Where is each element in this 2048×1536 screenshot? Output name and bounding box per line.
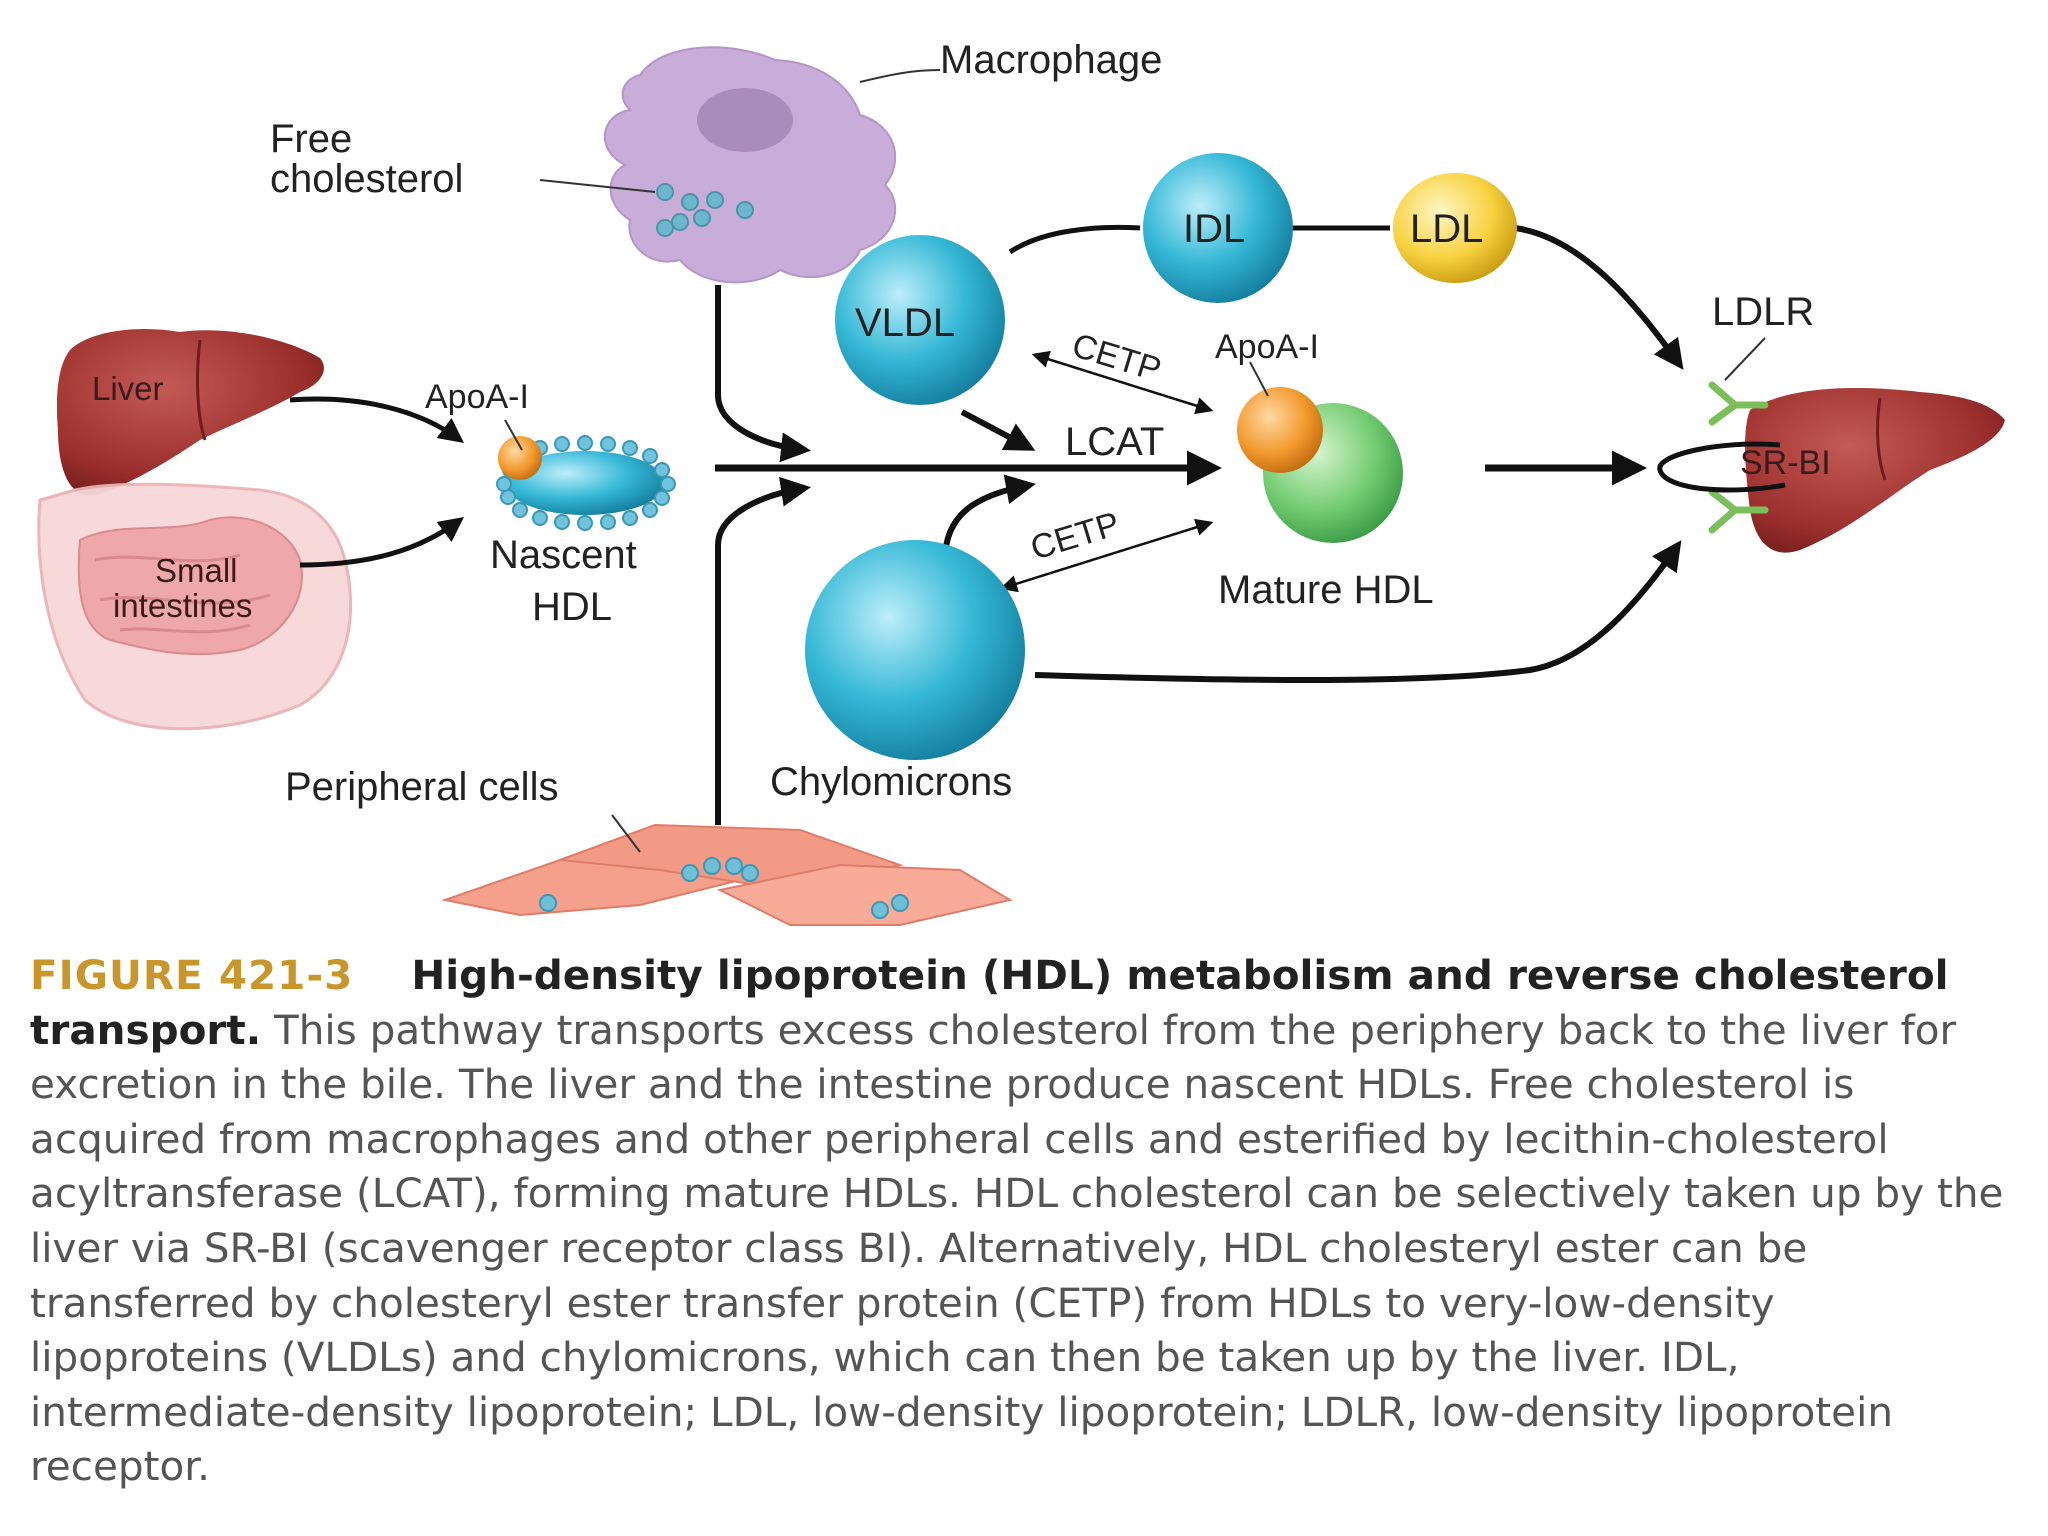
chylomicron-to-liver-arrow (1034, 540, 1682, 683)
ldlr-pointer (1724, 337, 1766, 381)
macrophage-label: Macrophage (940, 38, 1162, 82)
apoa1-nascent-label: ApoA-I (425, 378, 529, 416)
srbi-label: SR-BI (1740, 444, 1831, 482)
liver-to-nascent-arrow (289, 396, 465, 443)
apoa1-mature-label: ApoA-I (1215, 328, 1319, 366)
idl-label: IDL (1183, 207, 1245, 251)
liver-label: Liver (92, 370, 164, 407)
liver-left (56, 329, 324, 496)
ldlr-receptor-lower (1708, 488, 1769, 534)
small-intestines (37, 482, 353, 731)
vldl-label: VLDL (855, 301, 955, 345)
free-cholesterol-label-line2: cholesterol (270, 157, 463, 201)
small-intestines-label-line2: intestines (113, 587, 252, 624)
nascent-hdl-label-line2: HDL (532, 585, 612, 629)
peripheral-cells-pointer (611, 814, 641, 853)
peripheral-cells (441, 823, 1013, 926)
mature-hdl-label: Mature HDL (1218, 568, 1434, 612)
apoa1-nascent-pointer (504, 419, 523, 451)
cetp-bottom-arrow (999, 518, 1214, 593)
macrophage-cell (604, 46, 897, 284)
ldl-particle (1393, 173, 1517, 283)
vldl-to-lcat-arrow (960, 409, 1036, 451)
nascent-hdl-label: Nascent (490, 533, 637, 577)
srbi-receptor (1657, 441, 1786, 493)
macrophage-to-pathway-arrow (715, 285, 811, 463)
lcat-label: LCAT (1065, 420, 1164, 464)
idl-particle (1143, 153, 1293, 303)
chylomicrons-label: Chylomicrons (770, 760, 1012, 804)
figure-caption-body: This pathway transports excess cholester… (30, 1005, 2004, 1491)
small-intestines-label: Small (155, 552, 238, 589)
intestines-to-nascent-arrow (299, 517, 465, 568)
figure-number: FIGURE 421-3 (30, 951, 354, 999)
ldlr-label: LDLR (1712, 290, 1814, 334)
vldl-to-idl-line (1008, 224, 1141, 255)
peripheral-to-pathway-arrow (715, 476, 811, 825)
mature-hdl-particle (1237, 387, 1403, 543)
ldl-to-liver-arrow (1514, 225, 1684, 370)
nascent-hdl-particle (496, 435, 676, 531)
figure-title: High-density lipoprotein (HDL) metabolis… (30, 951, 1949, 1054)
ldl-label: LDL (1410, 207, 1483, 251)
cetp-bottom-label: CETP (1026, 505, 1124, 568)
ldlr-receptor (1708, 381, 1769, 426)
liver-right (1745, 387, 2005, 553)
peripheral-cells-label: Peripheral cells (285, 765, 558, 809)
apoa1-mature-pointer (1249, 361, 1269, 397)
free-cholesterol-pointer (539, 179, 656, 193)
vldl-particle (835, 235, 1005, 405)
free-cholesterol-label: Free (270, 117, 352, 161)
macrophage-pointer (859, 69, 941, 83)
cetp-top-arrow (1031, 350, 1214, 415)
chylomicron-particle (805, 540, 1025, 760)
hdl-metabolism-diagram: Macrophage Free cholesterol Liver Small … (37, 38, 2005, 926)
